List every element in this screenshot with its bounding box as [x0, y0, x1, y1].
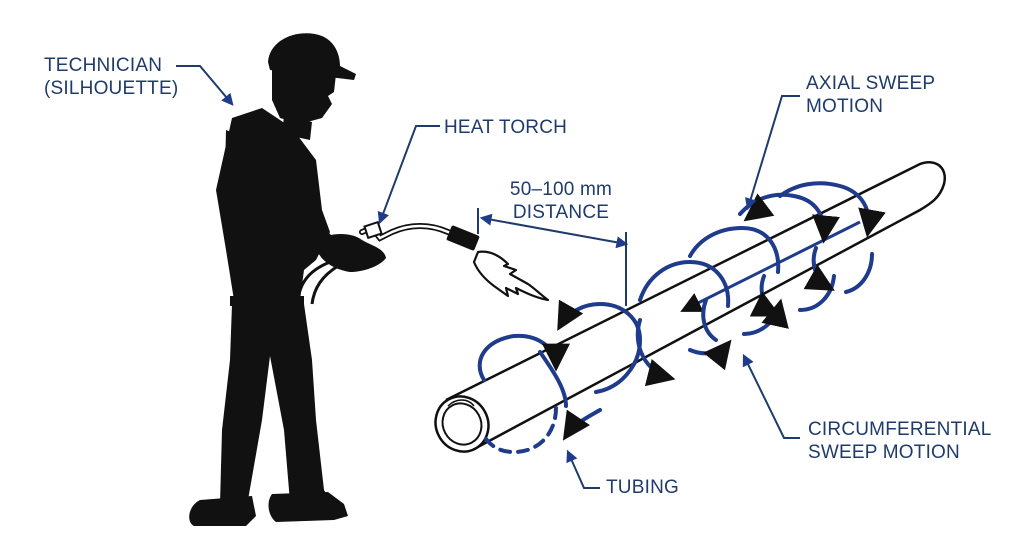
heat-torch-label: HEAT TORCH	[444, 117, 568, 138]
distance-label: 50–100 mm DISTANCE	[498, 178, 624, 224]
torch-hoses	[296, 260, 339, 305]
circumferential-sweep-label-line2: SWEEP MOTION	[808, 442, 960, 463]
torch-icon	[359, 220, 480, 251]
distance-label-line2: DISTANCE	[512, 202, 610, 223]
circumferential-sweep-loops	[477, 181, 886, 455]
technician-label-line1: TECHNICIAN	[44, 55, 163, 76]
axial-sweep-label-line2: MOTION	[806, 96, 884, 117]
circumferential-sweep-label-line1: CIRCUMFERENTIAL	[808, 419, 992, 440]
leader-lines	[176, 65, 800, 489]
flame-icon	[472, 250, 550, 302]
distance-dimension	[477, 208, 629, 306]
axial-sweep-label: AXIAL SWEEP MOTION	[806, 72, 935, 118]
axial-sweep-label-line1: AXIAL SWEEP	[806, 73, 936, 94]
tubing-label: TUBING	[606, 477, 679, 498]
technician-silhouette	[189, 33, 386, 526]
circumferential-sweep-label: CIRCUMFERENTIAL SWEEP MOTION	[808, 418, 992, 464]
technician-label-line2: (SILHOUETTE)	[44, 78, 179, 99]
technician-label: TECHNICIAN (SILHOUETTE)	[44, 54, 178, 100]
distance-label-line1: 50–100 mm	[509, 179, 613, 200]
